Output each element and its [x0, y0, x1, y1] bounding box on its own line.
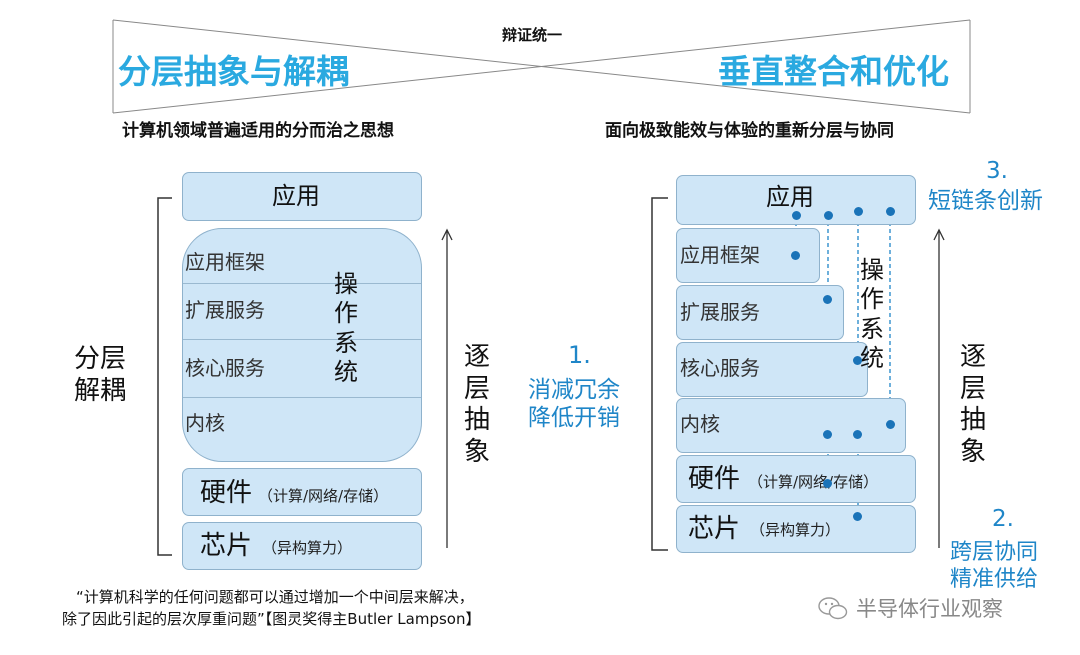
- right-os-core: [676, 342, 868, 397]
- left-os-layer-core: 核心服务: [185, 356, 265, 380]
- note-3-number: 3.: [986, 158, 1008, 184]
- left-title: 分层抽象与解耦: [118, 52, 349, 91]
- quote-line-2: 除了因此引起的层次厚重问题”【图灵奖得主Butler Lampson】: [62, 610, 481, 628]
- right-chip-layer: [676, 505, 916, 553]
- connector-dot: [823, 479, 832, 488]
- connector-dot: [824, 211, 833, 220]
- right-os-label: 操作系统: [860, 256, 884, 372]
- right-abstraction-label: 逐层抽象: [960, 342, 987, 468]
- right-bracket: [651, 197, 668, 551]
- right-title: 垂直整合和优化: [718, 52, 949, 91]
- right-app-label: 应用: [766, 183, 814, 211]
- right-os-kernel: [676, 398, 906, 453]
- right-hardware-sub: （计算/网络/存储）: [748, 473, 879, 491]
- right-os-layer-core: 核心服务: [680, 356, 760, 380]
- note-1-number: 1.: [568, 341, 591, 369]
- watermark-text: 半导体行业观察: [856, 597, 1003, 621]
- note-2-text: 跨层协同精准供给: [950, 540, 1039, 592]
- left-chip-sub: （异构算力）: [262, 539, 353, 557]
- left-os-layer-extension: 扩展服务: [185, 298, 265, 322]
- connector-dot: [792, 211, 801, 220]
- left-chip-layer: [182, 522, 422, 570]
- left-abstraction-label: 逐层抽象: [464, 342, 491, 468]
- connector-dot: [853, 512, 862, 521]
- left-hardware-sub: （计算/网络/存储）: [258, 487, 389, 505]
- dialectic-unity-label: 辩证统一: [502, 26, 563, 44]
- left-side-label: 分层解耦: [74, 344, 127, 406]
- connector-dot: [853, 356, 862, 365]
- left-bracket: [157, 197, 172, 556]
- connector-dot: [823, 430, 832, 439]
- right-chip-sub: （异构算力）: [750, 521, 841, 539]
- right-os-layer-framework: 应用框架: [680, 243, 760, 267]
- left-os-label: 操作系统: [334, 270, 358, 386]
- right-os-extension: [676, 285, 844, 340]
- left-hardware-layer: [182, 468, 422, 516]
- wechat-logo-icon: [818, 597, 848, 620]
- quote-line-1: “计算机科学的任何问题都可以通过增加一个中间层来解决，: [76, 588, 474, 606]
- right-chip-label: 芯片: [688, 514, 741, 544]
- connector-dot: [853, 430, 862, 439]
- connector-dot: [823, 295, 832, 304]
- left-subtitle: 计算机领域普遍适用的分而治之思想: [122, 121, 394, 141]
- left-os-divider: [183, 339, 421, 340]
- left-os-divider: [183, 283, 421, 284]
- connector-dot: [854, 207, 863, 216]
- left-os-divider: [183, 397, 421, 398]
- left-os-block: [182, 228, 422, 462]
- left-app-label: 应用: [272, 182, 320, 210]
- right-hardware-label: 硬件: [688, 464, 741, 494]
- left-up-arrow: [441, 228, 453, 548]
- note-2-number: 2.: [992, 506, 1014, 532]
- left-hardware-label: 硬件: [200, 478, 253, 508]
- left-os-layer-kernel: 内核: [185, 411, 225, 435]
- right-app-layer: [676, 175, 916, 225]
- note-3-text: 短链条创新: [928, 188, 1043, 214]
- right-up-arrow: [933, 228, 945, 548]
- bow-tie-outline: [112, 19, 971, 114]
- right-hardware-layer: [676, 455, 916, 503]
- right-os-layer-kernel: 内核: [680, 412, 720, 436]
- connector-dot: [791, 251, 800, 260]
- connector-dot: [886, 207, 895, 216]
- left-chip-label: 芯片: [200, 531, 253, 561]
- note-1-text: 消减冗余降低开销: [528, 377, 620, 432]
- left-os-layer-framework: 应用框架: [185, 250, 265, 274]
- right-os-layer-extension: 扩展服务: [680, 300, 760, 324]
- right-subtitle: 面向极致能效与体验的重新分层与协同: [605, 121, 894, 141]
- left-app-layer: [182, 172, 422, 221]
- connector-dot: [886, 420, 895, 429]
